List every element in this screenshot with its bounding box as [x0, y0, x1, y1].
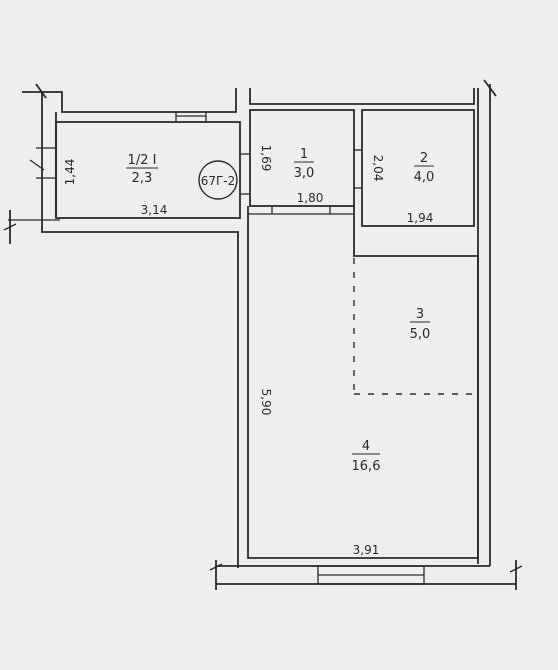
room-4 — [247, 206, 479, 585]
dimension-1-44: 1,44 — [63, 159, 77, 186]
room-1 — [249, 109, 355, 207]
room-2-area: 4,0 — [414, 170, 435, 185]
dimension-5-90: 5,90 — [259, 389, 273, 416]
dimension-1-80: 1,80 — [297, 191, 324, 205]
dimension-3-14: 3,14 — [141, 203, 168, 217]
room-1-2-label: 1/2 I 2,3 — [126, 153, 158, 186]
room-3-number: 3 — [416, 307, 424, 322]
room-2 — [354, 109, 475, 227]
dimension-1-69: 1,69 — [259, 145, 273, 172]
room-2-label: 2 4,0 — [414, 151, 435, 185]
room-1-label: 1 3,0 — [294, 147, 315, 181]
dimension-1-94: 1,94 — [407, 211, 434, 225]
room-1-number: 1 — [300, 147, 308, 162]
room-1-2-number: 1/2 I — [128, 153, 157, 168]
dimension-2-04: 2,04 — [371, 155, 385, 182]
room-1-2-area: 2,3 — [132, 171, 153, 186]
room-3-label: 3 5,0 — [410, 307, 431, 342]
room-1-2 — [55, 112, 250, 219]
room-4-label: 4 16,6 — [352, 439, 381, 474]
room-4-number: 4 — [362, 439, 370, 454]
room-3 — [353, 258, 478, 395]
room-3-area: 5,0 — [410, 327, 431, 342]
dimension-3-91: 3,91 — [353, 543, 380, 557]
room-1-area: 3,0 — [294, 166, 315, 181]
location-marker: 67Г-2 — [198, 160, 238, 200]
room-4-area: 16,6 — [352, 459, 381, 474]
location-marker-label: 67Г-2 — [201, 174, 236, 188]
room-2-number: 2 — [420, 151, 428, 166]
